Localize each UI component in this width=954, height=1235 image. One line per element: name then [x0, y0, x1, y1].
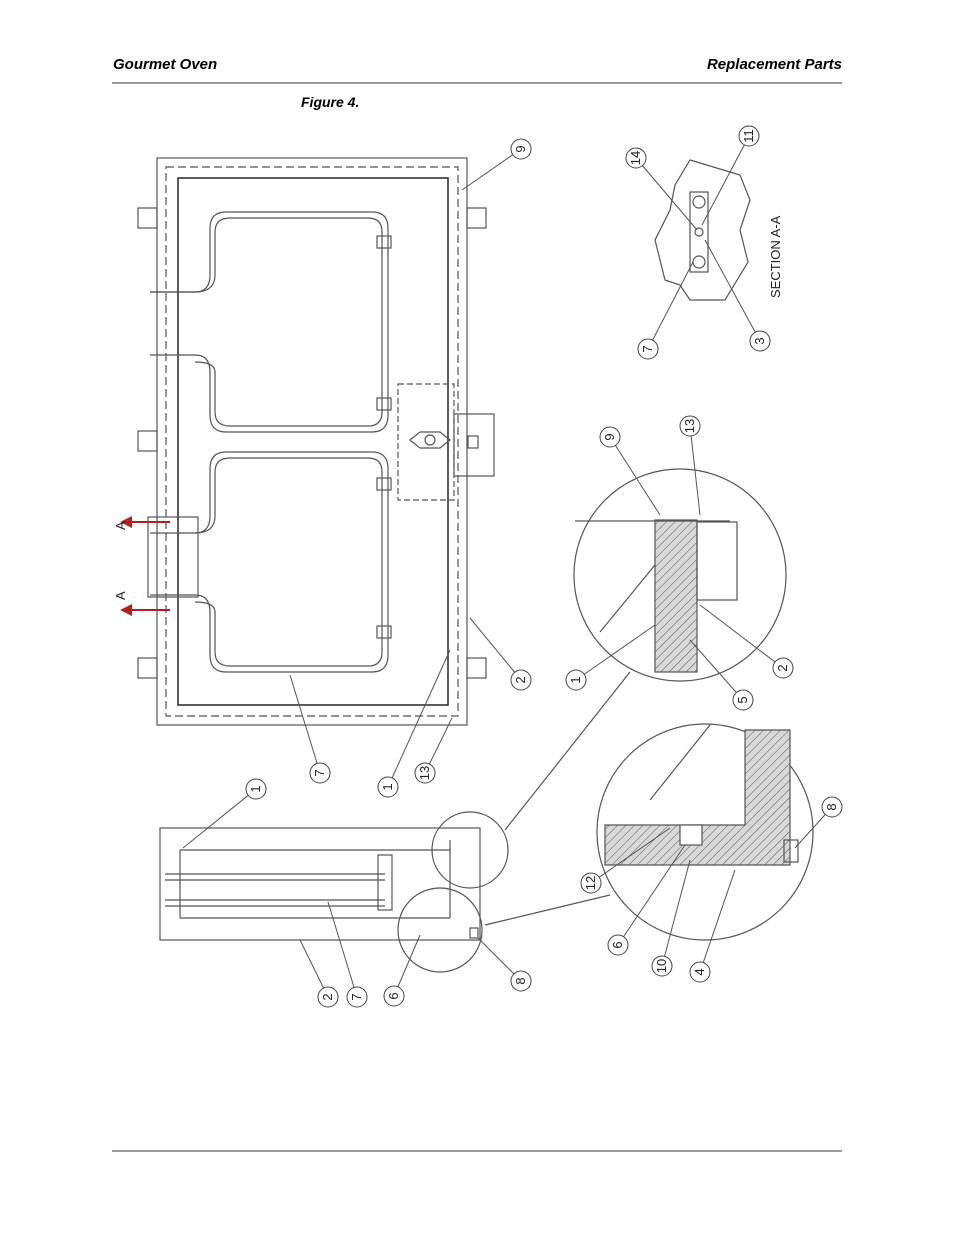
callout-leader — [635, 157, 698, 231]
callout-leader — [289, 674, 321, 774]
callout-bubble — [346, 986, 368, 1008]
callout-number: 1 — [248, 785, 263, 792]
section-aa — [654, 159, 751, 301]
callout-bubble — [679, 415, 701, 437]
callout-number: 9 — [513, 145, 528, 152]
callout-number: 6 — [610, 941, 625, 948]
callout-number: 8 — [513, 977, 528, 984]
callout-number: 12 — [583, 876, 598, 890]
callout-number: 4 — [692, 968, 707, 975]
callout-bubble — [414, 762, 436, 784]
callout-number: 3 — [752, 337, 767, 344]
callout-bubble — [749, 330, 771, 352]
main-view — [137, 157, 495, 726]
callout-leader — [689, 425, 701, 516]
callout-leader — [469, 617, 522, 681]
callout-number: 7 — [640, 345, 655, 352]
callout-number: 2 — [320, 993, 335, 1000]
section-mark-a-2: A — [113, 591, 128, 600]
callout-leader — [609, 436, 661, 516]
callout-number: 5 — [735, 696, 750, 703]
callout-leader — [182, 788, 257, 849]
callout-bubble — [510, 138, 532, 160]
callout-bubble — [383, 985, 405, 1007]
callout-number: 11 — [741, 129, 756, 143]
callout-leader — [704, 239, 761, 342]
callout-number: 7 — [349, 993, 364, 1000]
callout-leader — [327, 901, 358, 998]
callout-bubble — [510, 970, 532, 992]
callout-number: 13 — [417, 766, 432, 780]
callout-bubble — [651, 955, 673, 977]
callout-bubble — [821, 796, 843, 818]
header-rule — [112, 82, 842, 84]
detail-top — [504, 468, 787, 831]
callout-leader — [647, 261, 694, 350]
callout-number: 7 — [312, 769, 327, 776]
callout-leader — [661, 859, 691, 967]
callout-bubble — [510, 669, 532, 691]
callout-bubble — [599, 426, 621, 448]
callout-number: 2 — [775, 664, 790, 671]
callout-number: 8 — [824, 803, 839, 810]
callout-number: 14 — [628, 151, 643, 165]
section-aa-label: SECTION A-A — [768, 215, 783, 298]
callout-leader — [393, 934, 421, 997]
header-title: Gourmet Oven — [113, 56, 218, 73]
footer-rule — [112, 1150, 842, 1152]
section-mark-a-1: A — [113, 521, 128, 530]
callout-leader — [701, 135, 750, 226]
callout-leader — [387, 649, 451, 788]
callout-leader — [575, 624, 656, 681]
figure-caption: Figure 4. — [301, 94, 360, 110]
callout-leader — [699, 869, 736, 973]
callout-number: 1 — [568, 676, 583, 683]
callout-leader — [590, 827, 671, 884]
callout-bubble — [625, 147, 647, 169]
callout-bubble — [565, 669, 587, 691]
callout-number: 10 — [654, 959, 669, 973]
callout-bubble — [772, 657, 794, 679]
callout-bubble — [607, 934, 629, 956]
callout-leader — [617, 844, 686, 946]
callout-number: 6 — [386, 992, 401, 999]
callout-number: 1 — [380, 783, 395, 790]
callout-bubble — [637, 338, 659, 360]
callout-bubble — [377, 776, 399, 798]
callout-number: 9 — [602, 433, 617, 440]
callout-leader — [699, 604, 784, 669]
callout-bubble — [580, 872, 602, 894]
callout-leader — [689, 639, 744, 701]
detail-bottom — [484, 723, 814, 941]
callout-number: 13 — [682, 419, 697, 433]
callout-bubble — [732, 689, 754, 711]
side-view — [159, 811, 509, 973]
callout-leader — [299, 939, 329, 998]
callout-bubble — [245, 778, 267, 800]
callout-leader — [461, 148, 522, 191]
callout-bubble — [309, 762, 331, 784]
callout-number: 2 — [513, 676, 528, 683]
callout-bubble — [317, 986, 339, 1008]
header-section: Replacement Parts — [706, 56, 842, 73]
callout-bubble — [689, 961, 711, 983]
callout-bubble — [738, 125, 760, 147]
section-arrows — [120, 516, 170, 616]
